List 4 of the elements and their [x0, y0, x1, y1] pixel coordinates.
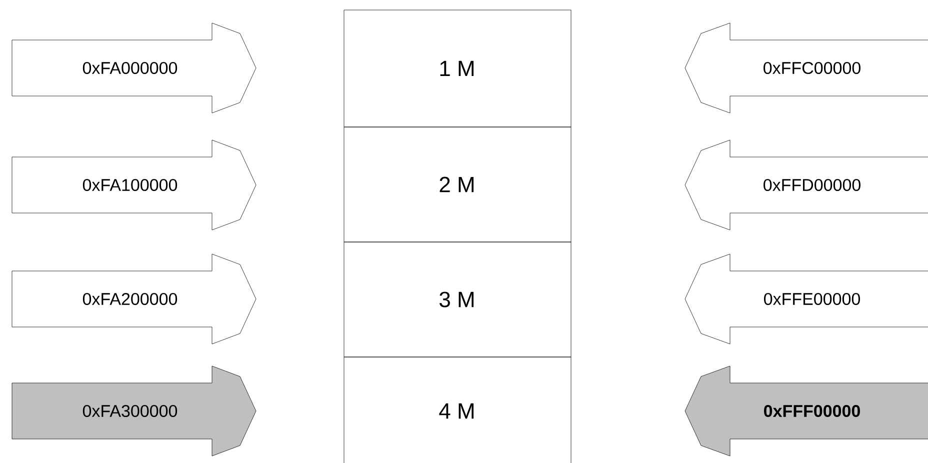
memory-cell: 1 M	[344, 10, 572, 128]
memory-cell: 3 M	[344, 242, 572, 358]
memory-cell: 4 M	[344, 356, 572, 463]
memory-cell: 2 M	[344, 126, 572, 242]
